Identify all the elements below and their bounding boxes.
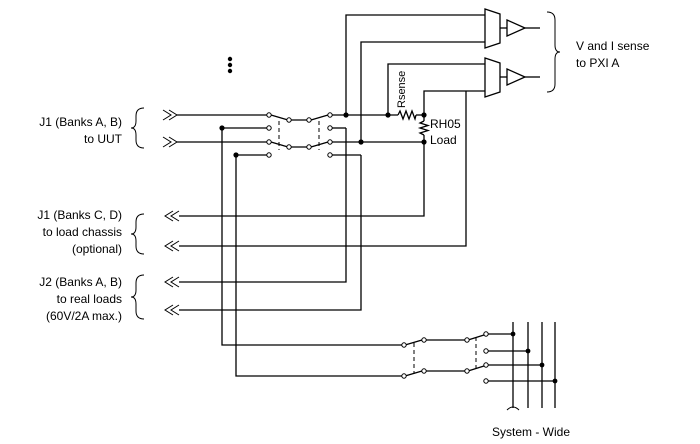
switch-terminals <box>266 112 489 384</box>
connector-j1-cd-1 <box>164 210 180 222</box>
amplifier-i <box>484 57 540 98</box>
svg-text:(optional): (optional) <box>72 242 122 256</box>
switch-couplings <box>278 121 477 374</box>
svg-text:to UUT: to UUT <box>84 132 123 146</box>
connector-j2-ab-2 <box>164 304 180 316</box>
brace-j1-cd <box>130 213 145 255</box>
svg-text:J1 (Banks A, B): J1 (Banks A, B) <box>39 115 122 129</box>
label-j1-banks-cd: J1 (Banks C, D) to load chassis (optiona… <box>37 208 122 256</box>
bus-junction-dots <box>510 331 558 384</box>
brace-j2-ab <box>130 274 145 320</box>
braces <box>130 11 561 320</box>
amplifier-v <box>484 8 540 49</box>
connector-j1-ab-1 <box>162 109 178 121</box>
label-j2-banks-ab: J2 (Banks A, B) to real loads (60V/2A ma… <box>39 275 122 323</box>
connector-j1-cd-2 <box>164 240 180 252</box>
svg-text:(60V/2A max.): (60V/2A max.) <box>46 309 122 323</box>
svg-text:J1 (Banks C, D): J1 (Banks C, D) <box>37 208 122 222</box>
label-j1-banks-ab: J1 (Banks A, B) to UUT <box>39 115 122 146</box>
load-label: Load <box>430 133 457 147</box>
rh05-label: RH05 <box>430 117 461 131</box>
connector-j1-ab-2 <box>162 136 178 148</box>
sense-label-line1: V and I sense <box>576 39 650 53</box>
brace-j1-ab <box>130 107 145 149</box>
svg-text:to real loads: to real loads <box>57 292 122 306</box>
svg-text:J2 (Banks A, B): J2 (Banks A, B) <box>39 275 122 289</box>
brace-sense <box>546 11 561 93</box>
junction-dots <box>219 112 427 158</box>
rsense-label: Rsense <box>396 71 408 108</box>
sense-label-line2: to PXI A <box>576 56 619 70</box>
wires <box>177 14 556 411</box>
rsense-resistor <box>397 109 417 122</box>
connector-j2-ab-1 <box>164 276 180 288</box>
rh05-resistor <box>417 120 431 136</box>
connector-symbols <box>162 109 180 316</box>
ellipsis-vertical <box>227 56 233 74</box>
system-wide-label: System - Wide <box>492 425 570 439</box>
svg-text:to load chassis: to load chassis <box>43 225 122 239</box>
